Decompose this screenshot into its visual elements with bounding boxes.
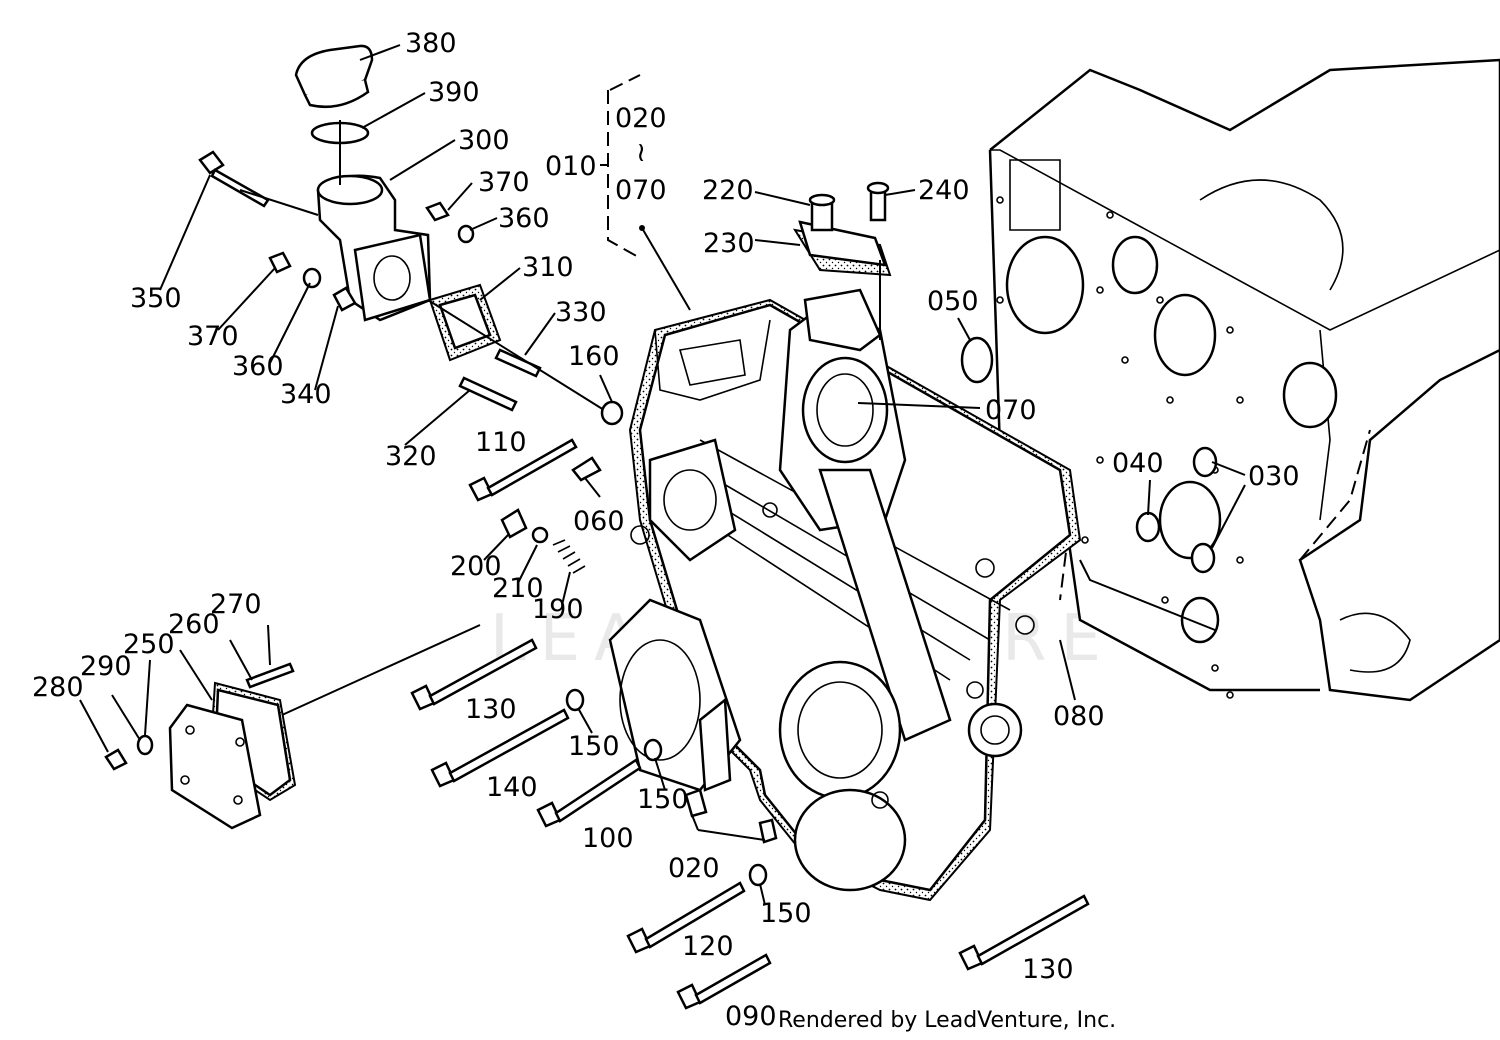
callout-330: 330 xyxy=(555,297,607,328)
callout-010: 010 xyxy=(545,151,597,182)
callout-060: 060 xyxy=(573,506,625,537)
cover-plate-assembly xyxy=(104,624,481,830)
callout-370-upper: 370 xyxy=(478,167,530,198)
callout-080: 080 xyxy=(1053,701,1105,732)
credit-text: Rendered by LeadVenture, Inc. xyxy=(778,1008,1116,1033)
callout-070: 070 xyxy=(985,395,1037,426)
callout-030: 030 xyxy=(1248,461,1300,492)
callout-350: 350 xyxy=(130,283,182,314)
callout-150-a: 150 xyxy=(568,731,620,762)
callout-380: 380 xyxy=(405,28,457,59)
callout-100: 100 xyxy=(582,823,634,854)
callout-290: 290 xyxy=(80,651,132,682)
callout-200: 200 xyxy=(450,551,502,582)
bolts xyxy=(410,438,1090,1010)
callout-090: 090 xyxy=(725,1001,777,1032)
callout-120: 120 xyxy=(682,931,734,962)
callout-300: 300 xyxy=(458,125,510,156)
callout-240: 240 xyxy=(918,175,970,206)
callout-260: 260 xyxy=(168,609,220,640)
engine-block xyxy=(988,58,1500,702)
callout-190: 190 xyxy=(532,594,584,625)
callout-040: 040 xyxy=(1112,448,1164,479)
callout-270: 270 xyxy=(210,589,262,620)
callout-130-left: 130 xyxy=(465,694,517,725)
callout-110: 110 xyxy=(475,427,527,458)
callout-250: 250 xyxy=(123,629,175,660)
callout-310: 310 xyxy=(522,252,574,283)
callout-020: 020 xyxy=(668,853,720,884)
leader-lines xyxy=(79,44,1246,906)
callout-320: 320 xyxy=(385,441,437,472)
callout-390: 390 xyxy=(428,77,480,108)
callout-280: 280 xyxy=(32,672,84,703)
callout-160: 160 xyxy=(568,341,620,372)
callout-020-range-start: 020 xyxy=(615,103,667,134)
callout-360-lower: 360 xyxy=(232,351,284,382)
callout-220: 220 xyxy=(702,175,754,206)
callout-210: 210 xyxy=(492,573,544,604)
callout-labels: 380 390 300 370 360 310 330 350 370 360 … xyxy=(32,28,1300,1032)
callout-130-right: 130 xyxy=(1022,954,1074,985)
callout-050: 050 xyxy=(927,286,979,317)
callout-range-separator: ≀ xyxy=(636,137,646,168)
callout-230: 230 xyxy=(703,228,755,259)
small-parts xyxy=(500,336,1218,887)
thermostat-cover xyxy=(792,181,892,340)
water-outlet-assembly xyxy=(198,44,621,421)
callout-150-c: 150 xyxy=(760,898,812,929)
gear-case xyxy=(608,288,1082,902)
callout-370-lower: 370 xyxy=(187,321,239,352)
callout-140: 140 xyxy=(486,772,538,803)
callout-150-b: 150 xyxy=(637,784,689,815)
callout-070-range-end: 070 xyxy=(615,175,667,206)
callout-340: 340 xyxy=(280,379,332,410)
reference-lines xyxy=(600,74,691,311)
callout-360-upper: 360 xyxy=(498,203,550,234)
